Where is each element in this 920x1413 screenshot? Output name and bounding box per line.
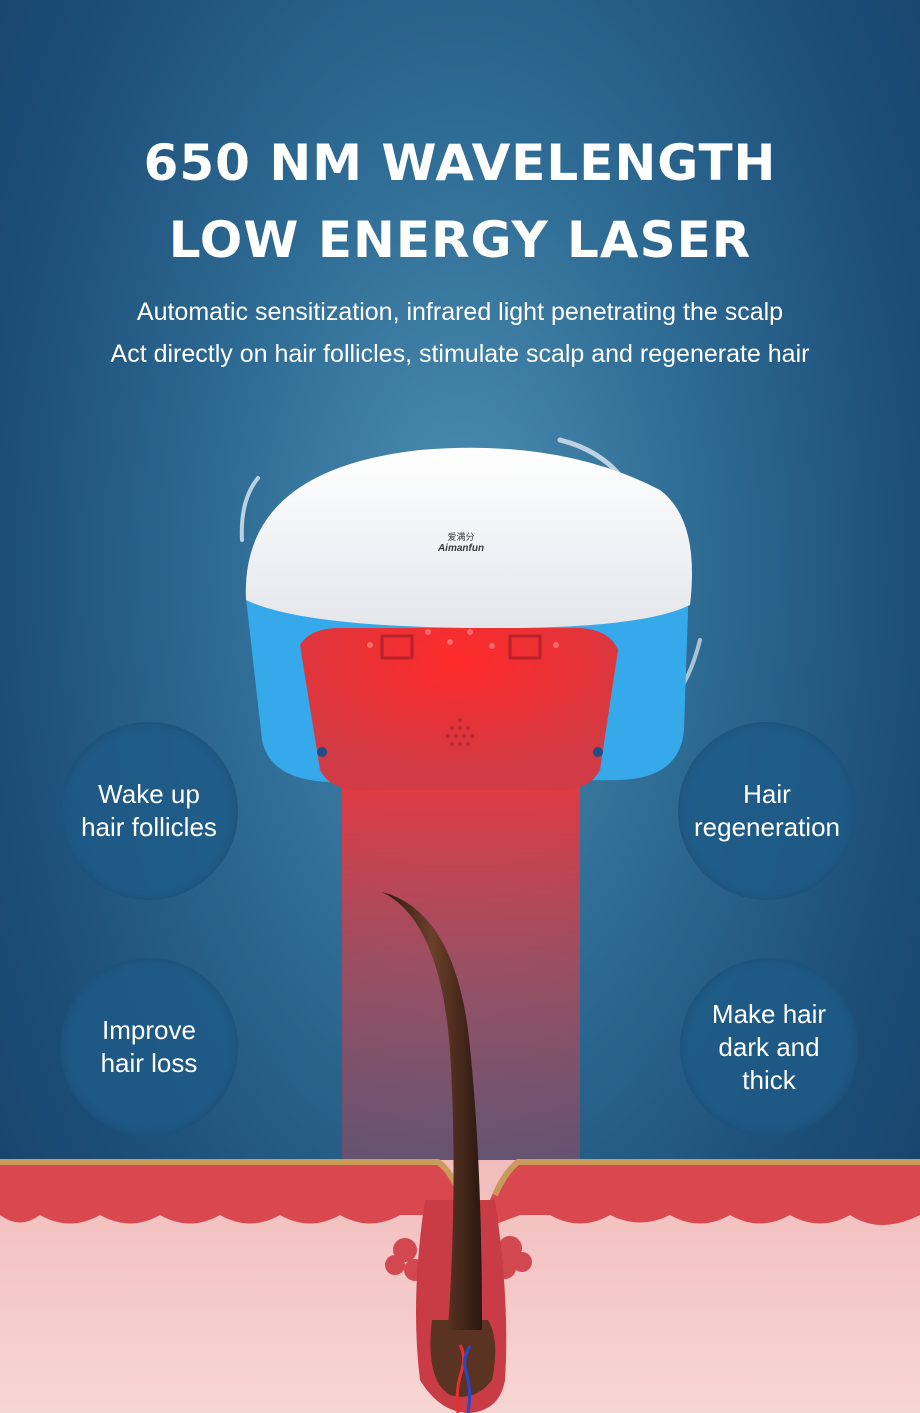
subtitle-line-2: Act directly on hair follicles, stimulat… — [110, 340, 810, 368]
blood-vessel-blue — [463, 1345, 472, 1413]
hair-shaft — [382, 892, 482, 1330]
device-inner-glow — [300, 628, 618, 790]
headline-line-2: LOW ENERGY LASER — [168, 211, 752, 269]
benefit-improve-hair-loss: Improve hair loss — [60, 958, 238, 1136]
device-shell — [245, 447, 692, 629]
benefit-dark-thick-hair: Make hair dark and thick — [680, 958, 858, 1136]
brand-chinese-text: 爱满分 — [447, 532, 475, 542]
benefit-wake-up-follicles: Wake up hair follicles — [60, 722, 238, 900]
speaker-grill — [446, 718, 474, 746]
blood-vessel-red — [455, 1344, 466, 1413]
benefit-hair-regeneration: Hair regeneration — [678, 722, 856, 900]
device-screw-left — [317, 747, 327, 757]
motion-arc-left — [239, 476, 260, 542]
headline-line-1: 650 NM WAVELENGTH — [143, 134, 777, 192]
device-screw-right — [593, 747, 603, 757]
brand-text: Aimanfun — [437, 543, 485, 554]
skin-epidermis — [0, 1162, 920, 1230]
subtitle-line-1: Automatic sensitization, infrared light … — [136, 298, 784, 326]
device-brackets — [380, 634, 542, 660]
device-logo: 爱满分 Aimanfun — [426, 532, 496, 554]
laser-leds — [367, 629, 559, 649]
